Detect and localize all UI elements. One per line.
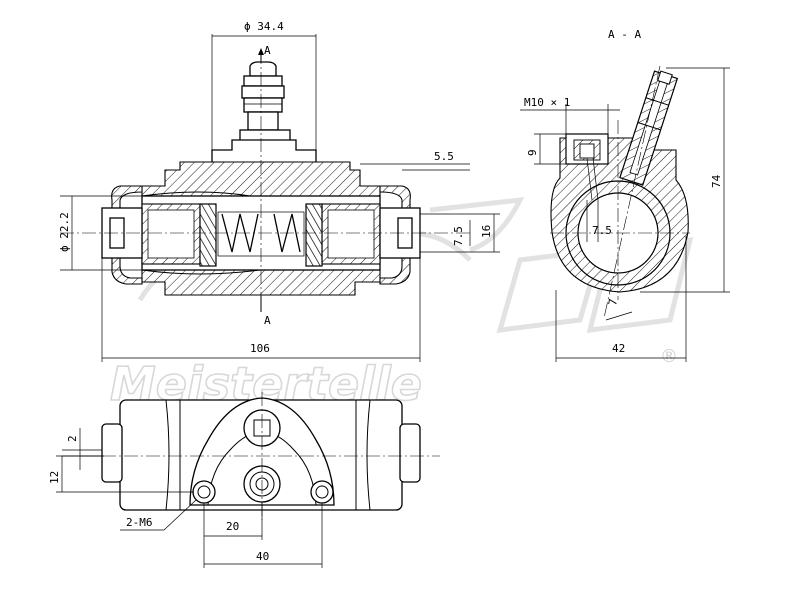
dim-d-2: 2 [66, 435, 79, 442]
dim-d-40: 40 [256, 550, 269, 563]
dim-d-12: 12 [48, 471, 61, 484]
front-dimensions: ϕ 34.4 ϕ 22.2 106 5.5 7.5 16 [58, 20, 500, 362]
dim-d-75-section: 7.5 [592, 224, 612, 237]
section-label: A - A [608, 28, 641, 41]
dim-d-top: ϕ 34.4 [244, 20, 284, 33]
section-view: A - A [550, 28, 690, 319]
section-mark-bottom: A [264, 314, 271, 327]
section-mark-top: A [264, 44, 271, 57]
dim-thread: M10 × 1 [524, 96, 570, 109]
dim-d-7: 7 [606, 298, 620, 307]
dim-height-74: 74 [710, 174, 723, 188]
dim-d-20: 20 [226, 520, 239, 533]
watermark-reg-mark: ® [660, 346, 678, 367]
bottom-dimensions: 2 12 2-M6 20 40 [48, 428, 323, 568]
bottom-view [80, 392, 440, 520]
front-view [60, 50, 470, 305]
dim-overall-length: 106 [250, 342, 270, 355]
dim-d-75: 7.5 [452, 226, 465, 246]
dim-depth-55: 5.5 [434, 150, 454, 163]
section-markers: A A [258, 44, 271, 327]
dim-d-9: 9 [526, 149, 539, 156]
dim-d-16: 16 [480, 225, 493, 238]
dim-d-bore: ϕ 22.2 [58, 212, 71, 252]
dim-holes: 2-M6 [126, 516, 153, 529]
dim-width-42: 42 [612, 342, 625, 355]
section-dimensions: M10 × 1 9 74 7.5 7 42 [520, 67, 730, 362]
